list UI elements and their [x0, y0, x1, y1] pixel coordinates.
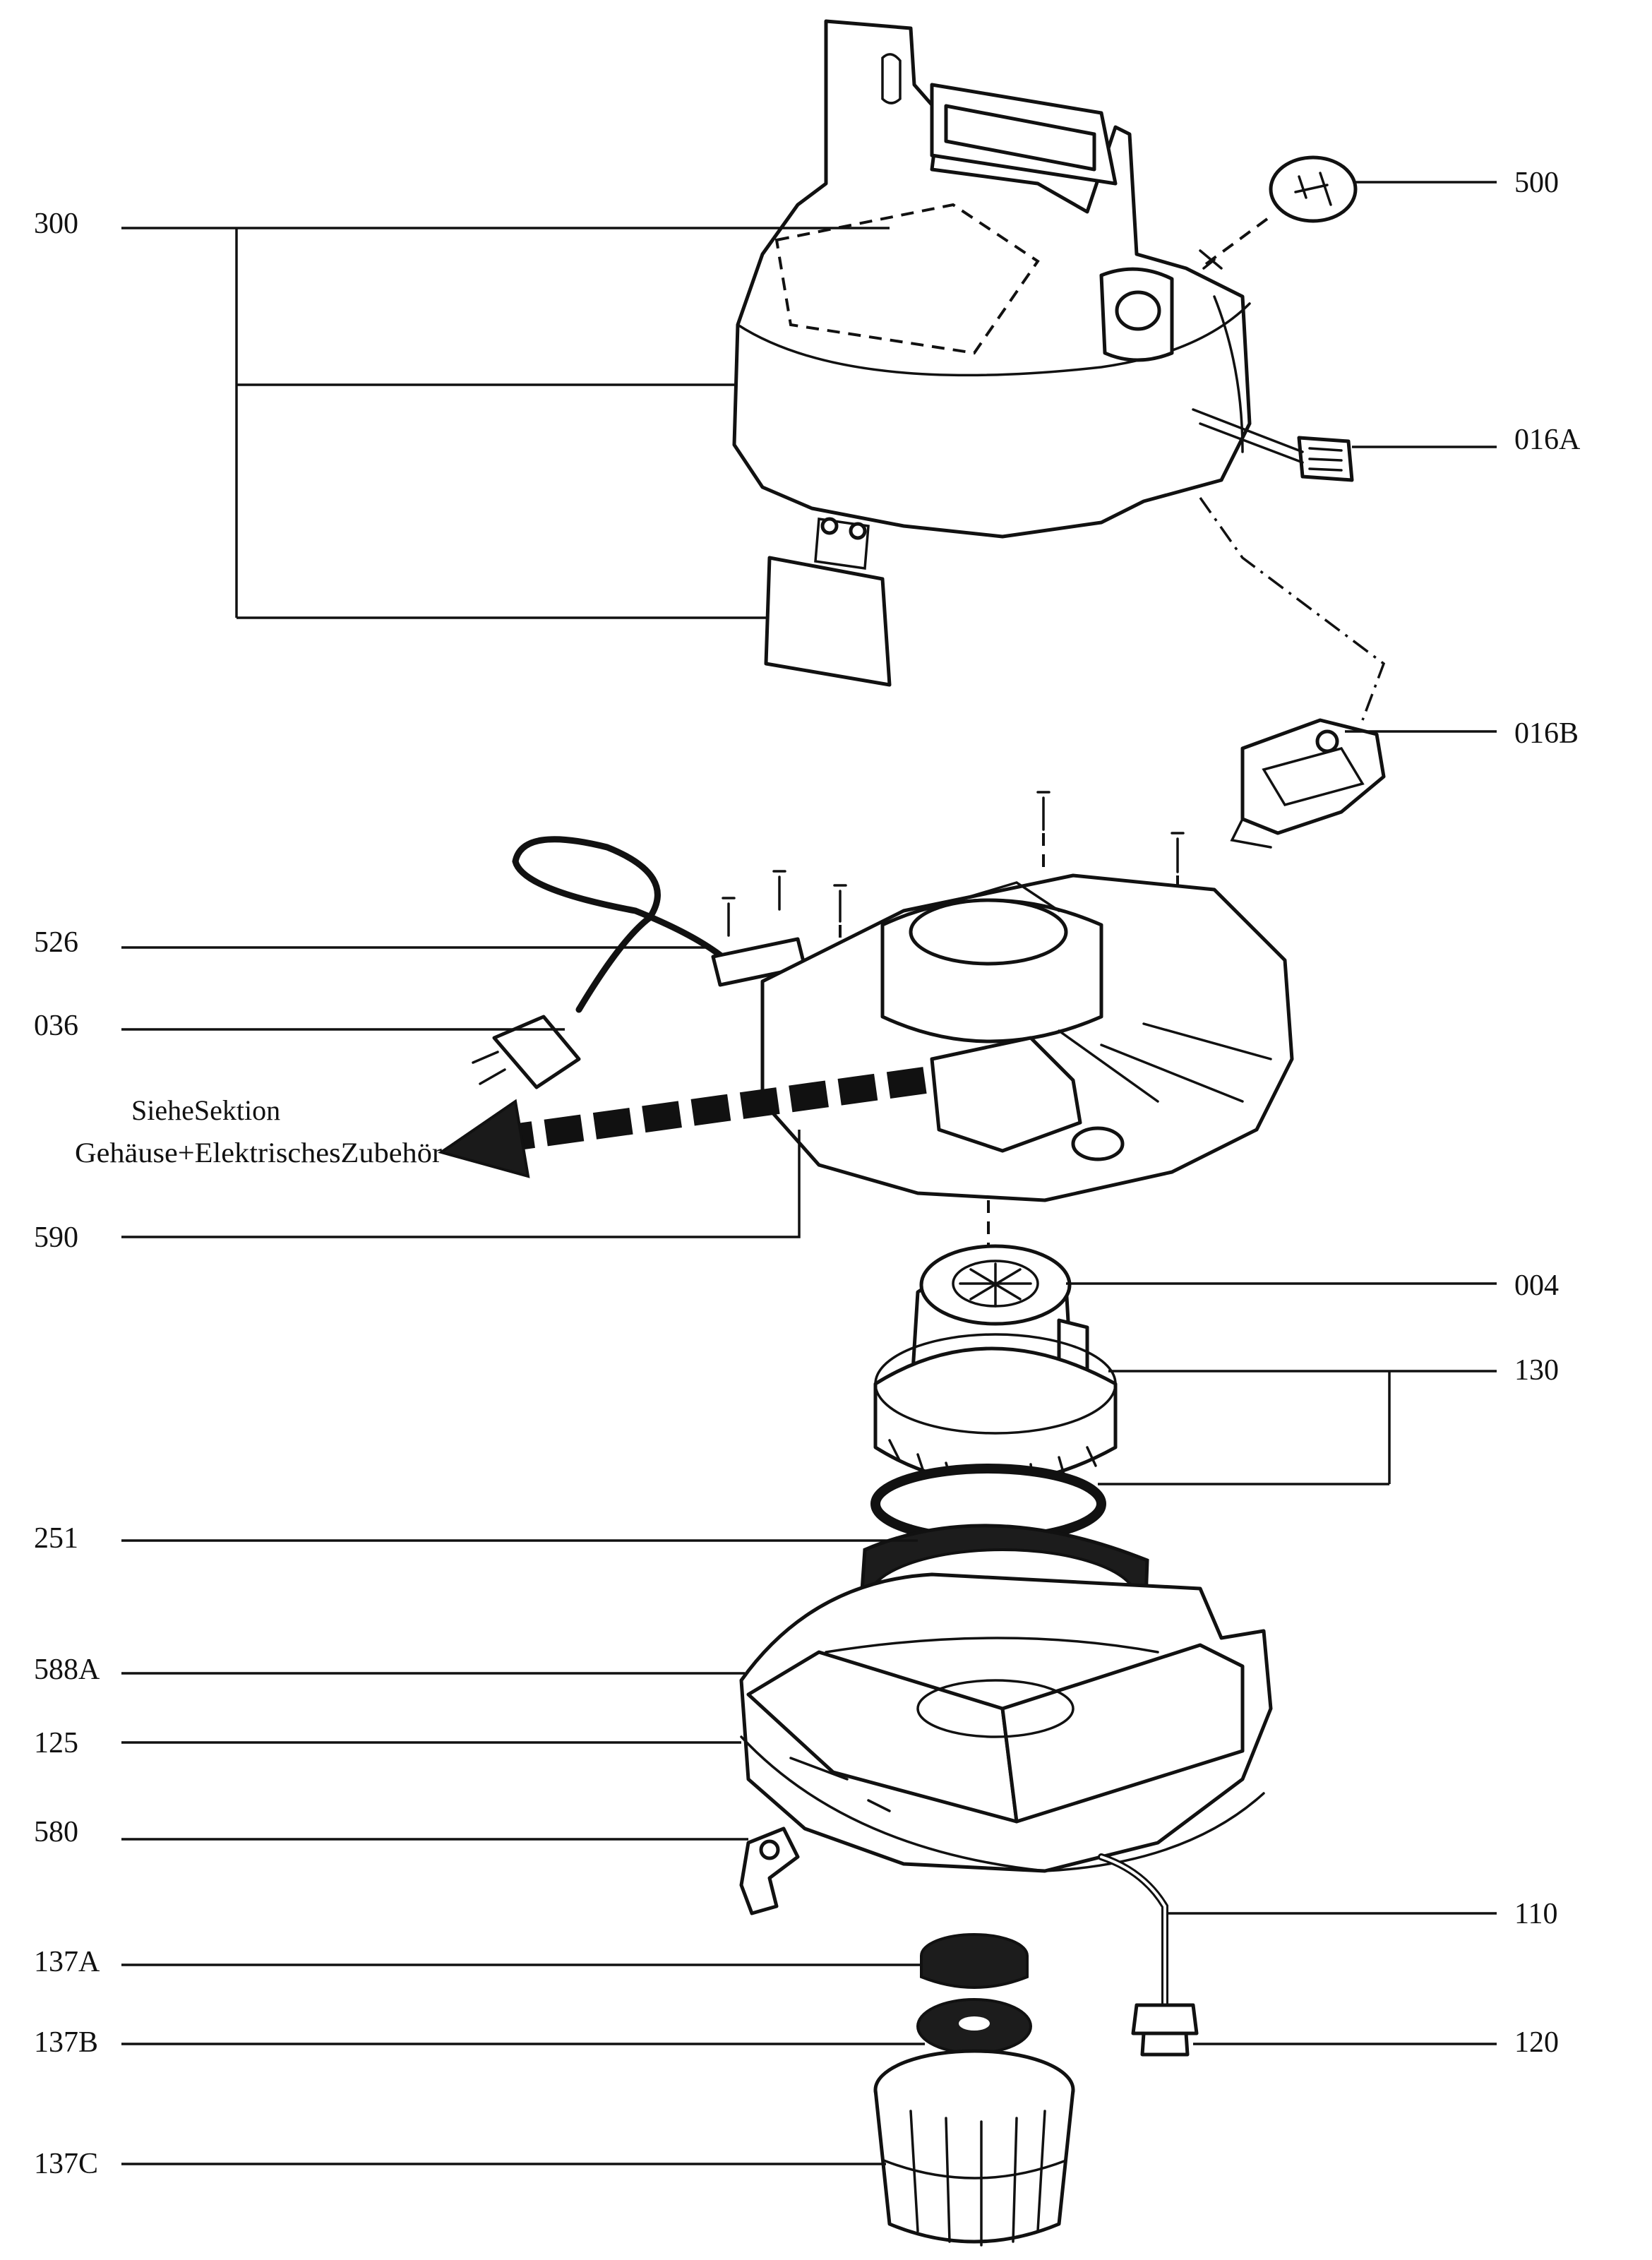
housing-top-cover	[732, 19, 1252, 539]
power-cord	[472, 836, 738, 1089]
label-130: 130	[1514, 1354, 1559, 1387]
label-004: 004	[1514, 1269, 1559, 1302]
label-590: 590	[34, 1221, 78, 1254]
clip-580	[739, 1826, 800, 1915]
connector-016A	[1192, 295, 1386, 721]
filter-137A	[920, 1933, 1029, 1989]
label-580: 580	[34, 1816, 78, 1848]
lower-housing-125	[739, 1572, 1273, 1873]
housing-flap	[764, 517, 892, 687]
reference-note-line2: Gehäuse+ElektrischesZubehör	[75, 1137, 442, 1168]
label-526: 526	[34, 926, 78, 959]
switch-016B	[1230, 718, 1386, 849]
label-120: 120	[1514, 2026, 1559, 2059]
label-588A: 588A	[34, 1654, 100, 1686]
base-plate-590	[760, 873, 1294, 1257]
reference-arrow	[438, 1067, 927, 1178]
knob-500	[1199, 155, 1358, 270]
label-110: 110	[1514, 1898, 1557, 1930]
label-137A: 137A	[34, 1946, 100, 1978]
label-016B: 016B	[1514, 717, 1579, 750]
label-125: 125	[34, 1727, 78, 1759]
filter-137B	[916, 1998, 1032, 2055]
label-137C: 137C	[34, 2148, 98, 2180]
filter-basket-137C	[873, 2049, 1075, 2247]
leader-lines	[121, 181, 1497, 2165]
label-251: 251	[34, 1522, 78, 1555]
label-036: 036	[34, 1010, 78, 1042]
reference-note-line1: SieheSektion	[131, 1094, 280, 1126]
label-300: 300	[34, 208, 78, 240]
seal-ring-130	[870, 1333, 1118, 1544]
label-137B: 137B	[34, 2026, 98, 2059]
label-500: 500	[1514, 167, 1559, 199]
fitting-120	[1131, 2003, 1199, 2057]
hose-110	[1098, 1853, 1168, 2009]
label-016A: 016A	[1514, 424, 1581, 456]
